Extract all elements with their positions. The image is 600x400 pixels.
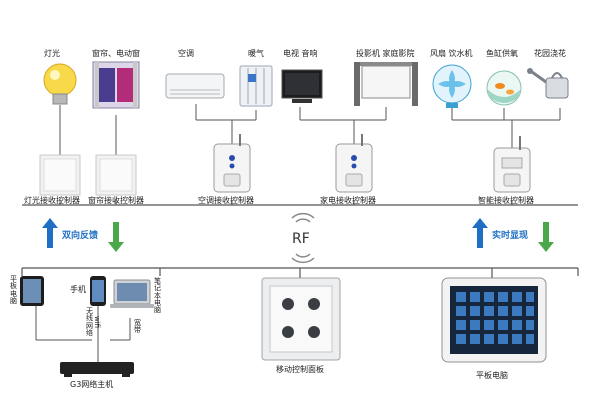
control-panel-icon: [261, 277, 341, 361]
smart-controller-label: 智能接收控制器: [478, 196, 534, 205]
curtain-controller-label: 窗帘接收控制器: [88, 196, 144, 205]
ac-receiver-icon: [213, 134, 251, 193]
rf-signal-icon: [291, 212, 315, 264]
light-receiver-icon: [39, 154, 81, 196]
projector-screen-icon: [354, 62, 418, 106]
large-tablet-label: 平板电脑: [476, 371, 508, 380]
heater-icon: [239, 65, 273, 107]
small-tablet-icon: [20, 276, 44, 306]
heater-label: 暖气: [248, 49, 264, 58]
air-conditioner-icon: [165, 73, 225, 99]
light-label: 灯光: [44, 49, 60, 58]
watering-can-icon: [527, 68, 569, 99]
garden-label: 花园浇花: [534, 49, 566, 58]
wifi-label: wifi: [93, 316, 101, 329]
g3-host-icon: [60, 362, 134, 377]
curtain-window-icon: [92, 61, 140, 109]
light-bulb-icon: [43, 63, 77, 105]
large-tablet-icon: [441, 277, 547, 363]
laptop-icon: [110, 279, 154, 308]
appliance-receiver-icon: [335, 134, 373, 193]
display-down-arrow-icon: [538, 222, 554, 252]
tv-icon: [281, 69, 323, 103]
fan-water-label: 风扇 饮水机: [430, 49, 473, 58]
curtain-label: 窗帘、电动窗: [92, 49, 140, 58]
phone-label: 手机: [70, 285, 86, 294]
projector-label: 投影机 家庭影院: [356, 49, 415, 58]
smart-receiver-icon: [493, 136, 531, 193]
display-up-arrow-icon: [472, 218, 488, 248]
feedback-up-arrow-icon: [42, 218, 58, 248]
phone-icon: [90, 276, 106, 306]
appliance-controller-label: 家电接收控制器: [320, 196, 376, 205]
fish-tank-icon: [486, 70, 522, 106]
ac-controller-label: 空调接收控制器: [198, 196, 254, 205]
tv-audio-label: 电视 音响: [283, 49, 318, 58]
fish-tank-label: 鱼缸供氧: [486, 49, 518, 58]
laptop-label: 笔记本电脑: [154, 277, 161, 315]
rf-label: RF: [292, 231, 310, 247]
control-panel-label: 移动控制面板: [276, 365, 324, 374]
light-controller-label: 灯光接收控制器: [24, 196, 80, 205]
broadband-label: 宽带: [134, 319, 141, 335]
ac-label: 空调: [178, 49, 194, 58]
curtain-receiver-icon: [95, 154, 137, 196]
wireless-label: 无线网络: [86, 307, 93, 338]
small-tablet-label: 平板电脑: [10, 275, 17, 306]
feedback-arrow-label: 双向反馈: [62, 231, 99, 241]
feedback-down-arrow-icon: [108, 222, 124, 252]
g3-host-label: G3网络主机: [70, 380, 114, 389]
display-arrow-label: 实时显现: [492, 231, 529, 241]
fan-icon: [432, 64, 472, 108]
